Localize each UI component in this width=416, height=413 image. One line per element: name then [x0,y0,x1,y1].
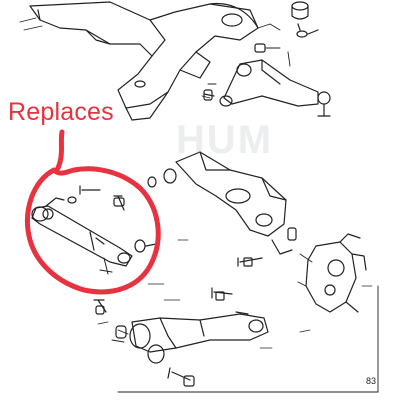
knuckle-carrier [297,233,367,313]
page-number: 83 [366,376,377,386]
upper-right-bushings [254,1,319,67]
upper-control-arm [201,59,331,117]
replaces-callout-mark [25,129,161,295]
lower-control-arm [111,313,269,364]
replaces-label: Replaces [8,98,114,126]
watermark-text: HUM [176,118,274,162]
lateral-link-assembly [31,197,157,275]
replaces-pointer-line [55,129,65,171]
fastener-bolts [67,93,263,387]
leader-lines [97,239,373,349]
lower-trailing-link [147,151,297,255]
page-edge [117,285,379,393]
rear-subframe [19,1,281,121]
replaces-circle-outline [25,166,161,295]
